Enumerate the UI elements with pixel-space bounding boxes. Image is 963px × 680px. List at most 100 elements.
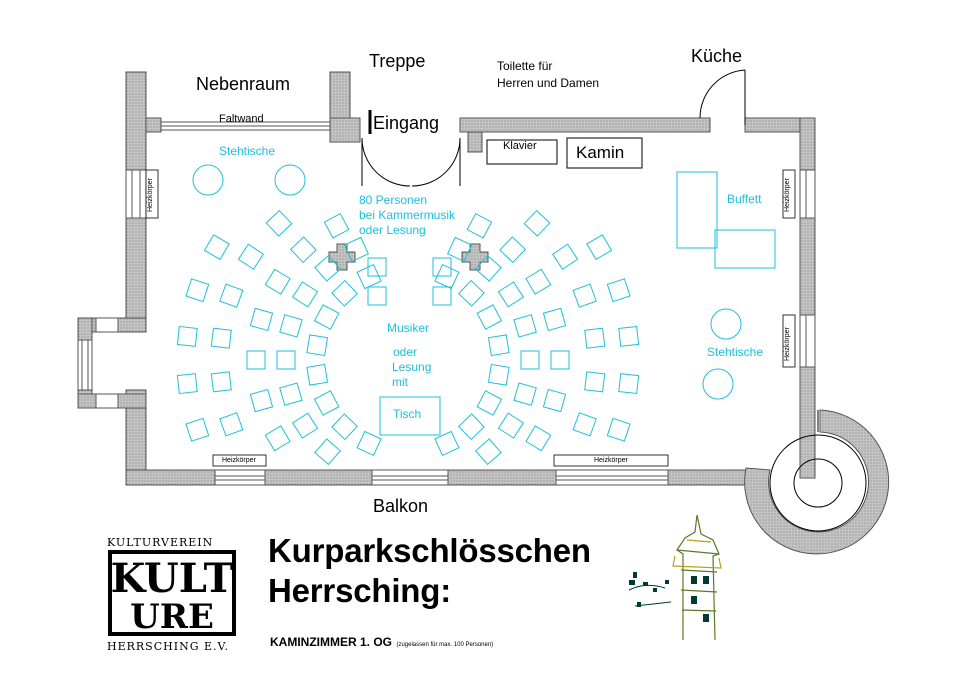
castle-sketch-image bbox=[628, 514, 722, 641]
wall-top-right bbox=[459, 117, 711, 133]
chair bbox=[542, 307, 567, 332]
room-balkon: Balkon bbox=[373, 496, 429, 516]
chair bbox=[276, 350, 296, 370]
musician-table bbox=[379, 396, 441, 436]
chair bbox=[291, 281, 319, 308]
page-title-line1: Kurparkschlösschen bbox=[268, 532, 591, 569]
windows bbox=[77, 121, 816, 486]
chair bbox=[185, 417, 210, 442]
buffet-table bbox=[714, 229, 776, 269]
chair bbox=[434, 430, 460, 457]
label-buffett: Buffett bbox=[727, 192, 762, 206]
window-bottom-mid bbox=[371, 469, 449, 486]
pillars bbox=[328, 243, 489, 271]
heater-label-left: Heizkörper bbox=[147, 178, 154, 212]
wall-pillar-faltwand-cap bbox=[329, 117, 361, 143]
window-bay bbox=[77, 339, 93, 391]
chair bbox=[331, 279, 359, 307]
heater-label-right-top: Heizkörper bbox=[784, 178, 791, 212]
chair bbox=[457, 413, 485, 441]
logo-mark-line2: URE bbox=[130, 597, 214, 636]
chair bbox=[313, 390, 340, 416]
chair bbox=[606, 417, 631, 442]
walls bbox=[77, 71, 890, 555]
label-personen-3: oder Lesung bbox=[359, 223, 426, 237]
chair bbox=[584, 327, 606, 349]
chair bbox=[446, 236, 473, 263]
label-tisch: Tisch bbox=[393, 407, 422, 421]
chair bbox=[219, 283, 244, 308]
entrance-door bbox=[361, 110, 461, 187]
chair bbox=[264, 268, 291, 295]
chair bbox=[343, 236, 370, 263]
chair bbox=[476, 304, 503, 330]
chair bbox=[542, 388, 567, 413]
chair bbox=[314, 254, 342, 282]
chair bbox=[237, 243, 265, 270]
logo-mark-line1: KULT bbox=[111, 555, 234, 602]
chair bbox=[466, 212, 493, 239]
logo-bottom-text: HERRSCHING E.V. bbox=[107, 640, 230, 653]
fireplace-piano bbox=[486, 137, 643, 169]
chair bbox=[457, 279, 485, 307]
standing-table bbox=[710, 308, 742, 340]
chair bbox=[474, 254, 502, 282]
standing-table bbox=[274, 164, 306, 196]
chair bbox=[497, 281, 525, 308]
page-title-line2: Herrsching: bbox=[268, 572, 452, 609]
chair bbox=[176, 325, 198, 347]
chair bbox=[618, 325, 640, 347]
chair bbox=[356, 263, 382, 290]
logo-top-text: KULTURVEREIN bbox=[107, 536, 214, 549]
front-seat bbox=[432, 257, 452, 277]
heater-label-bottom-left: Heizkörper bbox=[222, 457, 256, 464]
label-faltwand: Faltwand bbox=[219, 113, 264, 125]
chair bbox=[246, 350, 266, 370]
chair bbox=[306, 363, 329, 386]
chair bbox=[203, 234, 230, 261]
chair bbox=[572, 412, 597, 437]
window-left-upper bbox=[125, 169, 147, 219]
chair bbox=[434, 263, 460, 290]
window-bay-bottom bbox=[95, 393, 119, 409]
chair bbox=[572, 283, 597, 308]
room-eingang: Eingang bbox=[373, 113, 440, 133]
chair bbox=[185, 278, 210, 303]
standing-table bbox=[192, 164, 224, 196]
chair bbox=[210, 327, 232, 349]
window-bottom-left bbox=[214, 469, 266, 486]
room-toilette-line2: Herren und Damen bbox=[497, 76, 600, 90]
pillar-left bbox=[328, 243, 356, 271]
room-nebenraum: Nebenraum bbox=[196, 74, 291, 94]
chair bbox=[523, 209, 551, 237]
room-toilette-line1: Toilette für bbox=[497, 59, 553, 73]
chairs-group bbox=[176, 209, 640, 466]
front-seat bbox=[367, 286, 387, 306]
chair bbox=[265, 209, 293, 237]
logo-mark: KULT URE bbox=[108, 550, 236, 636]
chair bbox=[487, 363, 510, 386]
chair bbox=[249, 388, 274, 413]
chair bbox=[176, 373, 198, 395]
room-treppe: Treppe bbox=[369, 51, 426, 71]
chair bbox=[513, 382, 537, 406]
chair bbox=[279, 382, 303, 406]
chair bbox=[331, 413, 359, 441]
label-musiker: Musiker bbox=[387, 321, 430, 335]
chair bbox=[306, 334, 329, 357]
chair bbox=[551, 243, 579, 270]
label-stehtische-right: Stehtische bbox=[707, 345, 764, 359]
chair bbox=[487, 334, 510, 357]
page-subtitle-row: KAMINZIMMER 1. OG (zugelassen für max. 1… bbox=[270, 633, 493, 651]
pillar-right bbox=[461, 243, 489, 271]
standing-table bbox=[702, 368, 734, 400]
page-subtitle: KAMINZIMMER 1. OG bbox=[270, 635, 392, 649]
chair bbox=[289, 236, 317, 264]
furniture bbox=[192, 164, 776, 436]
chair bbox=[323, 212, 350, 239]
page-subtitle-note: (zugelassen für max. 100 Personen) bbox=[396, 642, 494, 648]
wall-top-stub bbox=[467, 131, 483, 153]
piano bbox=[486, 139, 558, 165]
label-stehtische-left: Stehtische bbox=[219, 144, 276, 158]
label-mit: mit bbox=[392, 375, 408, 389]
